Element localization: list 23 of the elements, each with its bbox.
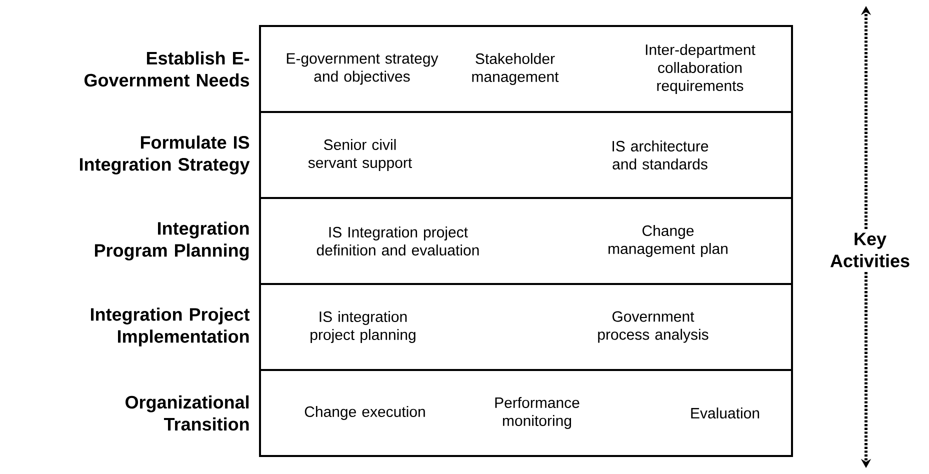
node-label: IS Integration project definition and evaluation [316,226,479,256]
stage-heading: Integration Program Planning [95,222,249,260]
node-label: IS architecture and standards [612,140,708,170]
node-label: Inter-department collaboration requirements [646,44,756,94]
stage-heading: Formulate IS Integration Strategy [80,136,250,174]
stage-heading: Establish E-Government Needs [84,51,250,87]
stage-row: Change execution Performance monitoring Evaluation [259,369,793,457]
stage-heading: Integration Project Implementation [91,308,250,346]
stage-heading: Organizational Transition [126,395,249,431]
node-label: Change management plan [608,225,728,257]
stage-row: E-government strategy and objectives Stakeholder management Inter-department collaboration requirements [259,25,793,113]
stage-row: IS Integration project definition and evaluation Change management plan [259,197,793,285]
stage-row: Senior civil servant support IS architecture and standards [259,111,793,199]
node-label: Government process analysis [598,311,708,343]
node-label: IS integration project planning [310,311,416,343]
axis-label: Key Activities [830,232,910,268]
node-label: Change execution [304,406,425,420]
stage-row: IS integration project planning Government process analysis [259,283,793,371]
node-label: Senior civil servant support [308,139,412,171]
node-label: Stakeholder management [472,53,559,85]
node-label: Evaluation [691,408,760,419]
node-label: E-government strategy and objectives [286,53,438,85]
node-label: Performance monitoring [495,397,580,429]
